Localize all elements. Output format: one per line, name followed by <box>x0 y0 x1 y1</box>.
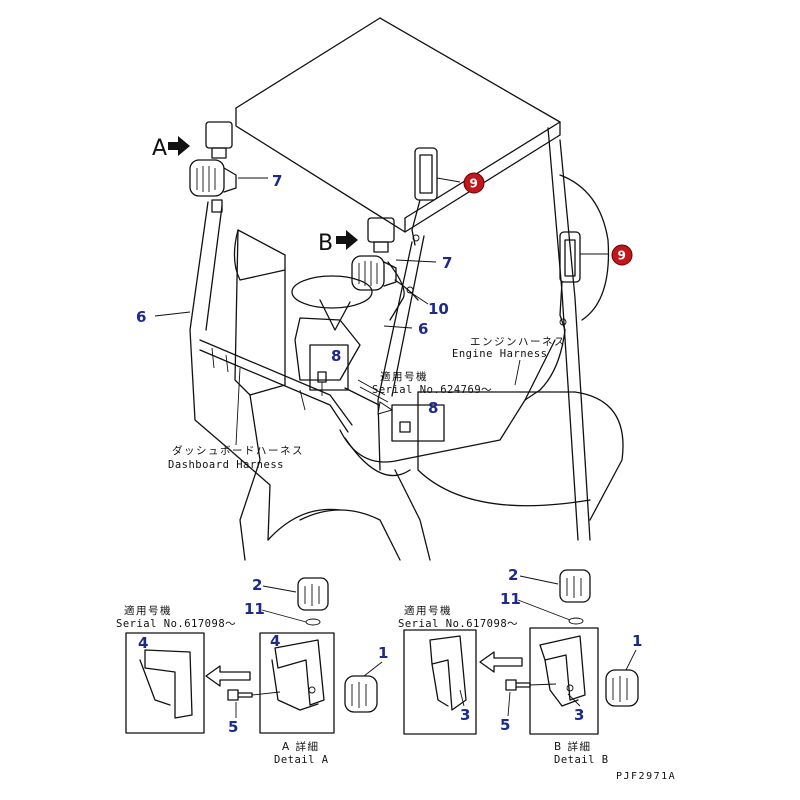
detail-b-new-box <box>529 627 599 735</box>
switch-detail-box <box>309 344 349 396</box>
callout-7-lower: 7 <box>442 254 452 272</box>
rear-lamp-upper <box>411 147 438 246</box>
serial-a-jp: 適用号機 <box>124 604 172 617</box>
detail-a-old-box <box>125 632 205 734</box>
detailA-callout-4-old: 4 <box>138 634 148 652</box>
badge-9-upper-text: 9 <box>470 177 478 191</box>
badge-9-lower-text: 9 <box>618 249 626 263</box>
callout-10: 10 <box>428 300 449 318</box>
view-b-arrow <box>336 230 358 250</box>
view-a-label: A <box>152 136 167 161</box>
detailA-callout-2: 2 <box>252 576 262 594</box>
detailB-callout-11: 11 <box>500 590 521 608</box>
dashboard-harness-jp: ダッシュボードハーネス <box>172 444 304 457</box>
badge-9-upper: 9 <box>463 172 485 194</box>
drawing-code: PJF2971A <box>616 771 676 782</box>
detailA-callout-5: 5 <box>228 718 238 736</box>
engine-harness-jp: エンジンハーネス <box>470 336 566 348</box>
serial-arrow <box>344 387 386 409</box>
detailB-callout-5: 5 <box>500 716 510 734</box>
detailB-callout-2: 2 <box>508 566 518 584</box>
dashboard-harness-en: Dashboard Harness <box>168 459 284 471</box>
serial-switch-box <box>391 404 445 442</box>
detail-b-jp: B 詳細 <box>554 740 592 753</box>
detailA-callout-11: 11 <box>244 600 265 618</box>
detailB-callout-3-old: 3 <box>460 706 470 724</box>
detailB-callout-1: 1 <box>632 632 642 650</box>
serial-main-en: Serial No.624769～ <box>372 384 492 396</box>
detail-b-old-box <box>403 629 477 735</box>
callout-8-serial: 8 <box>428 399 438 417</box>
view-b-label: B <box>318 231 333 256</box>
rear-lamp-lower <box>559 231 581 331</box>
detail-b: 適用号機 Serial No.617098～ 2 11 1 3 3 5 <box>398 566 642 766</box>
serial-b-jp: 適用号機 <box>404 604 452 617</box>
detail-a-new-box <box>259 632 335 734</box>
detail-a-jp: A 詳細 <box>282 740 320 753</box>
detailB-callout-3-new: 3 <box>574 706 584 724</box>
engine-harness-en: Engine Harness <box>452 348 548 360</box>
work-lamp-a <box>189 121 237 213</box>
serial-b-en: Serial No.617098～ <box>398 618 518 630</box>
view-a-arrow <box>168 136 190 156</box>
serial-a-en: Serial No.617098～ <box>116 618 236 630</box>
detail-b-en: Detail B <box>554 754 609 766</box>
engine-harness-line <box>524 329 566 401</box>
callout-6-left: 6 <box>136 308 146 326</box>
detailA-callout-4-new: 4 <box>270 632 280 650</box>
callout-6-right: 6 <box>418 320 428 338</box>
work-lamp-b <box>351 217 405 321</box>
detailA-callout-1: 1 <box>378 644 388 662</box>
detail-a-en: Detail A <box>274 754 329 766</box>
badge-9-lower: 9 <box>611 244 633 266</box>
callout-7-upper: 7 <box>272 172 282 190</box>
serial-main-jp: 適用号機 <box>380 370 428 383</box>
leader-lines <box>154 177 608 446</box>
detail-a: 適用号機 Serial No.617098～ 2 11 4 4 1 5 A 詳細 <box>116 576 388 766</box>
cab-outline <box>189 17 624 561</box>
callout-8-box: 8 <box>331 347 341 365</box>
